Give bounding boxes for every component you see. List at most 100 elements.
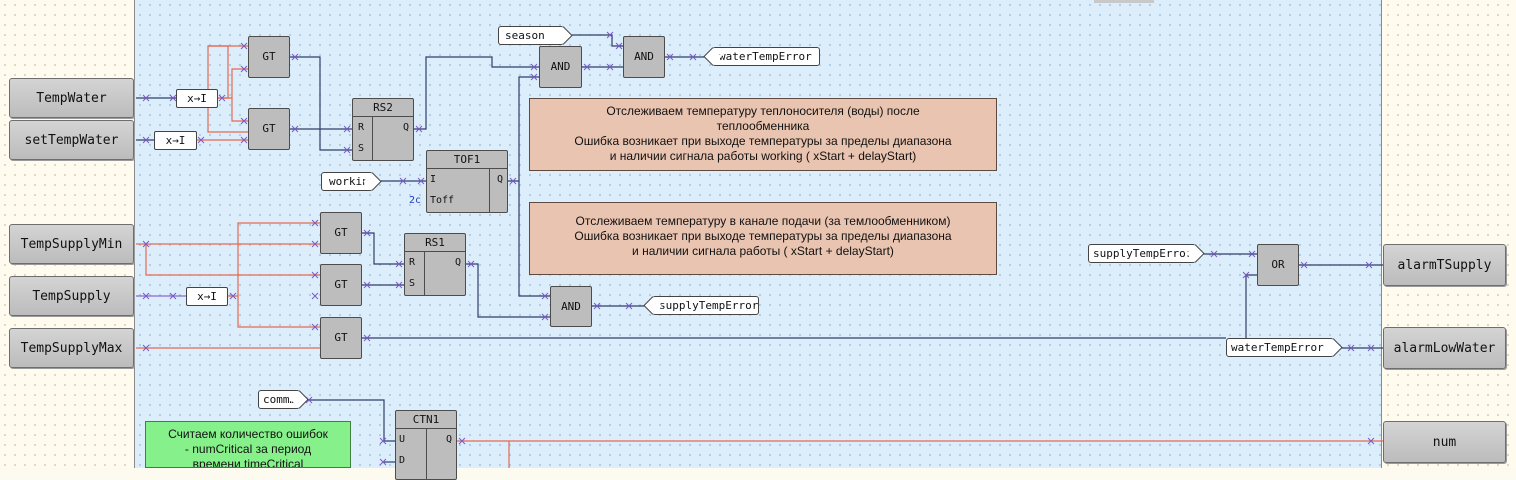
tag-supply-temp-error-source[interactable]: supplyTempError xyxy=(1088,244,1196,263)
input-temp-supply-max[interactable]: TempSupplyMax xyxy=(9,328,134,368)
input-temp-supply-min[interactable]: TempSupplyMin xyxy=(9,224,134,264)
rs1-block[interactable]: RS1 R S Q xyxy=(404,233,466,296)
tag-label: waterTempError xyxy=(719,50,812,63)
pin-toff: Toff xyxy=(430,195,455,206)
tag-supply-temp-error[interactable]: supplyTempError xyxy=(652,296,759,315)
converter-x-to-i[interactable]: x→I xyxy=(176,89,218,108)
tag-label: supplyTempError xyxy=(659,299,759,312)
output-alarm-t-supply[interactable]: alarmTSupply xyxy=(1383,244,1506,286)
wire xyxy=(290,56,352,151)
block-title: RS2 xyxy=(353,99,413,117)
pin-r: R xyxy=(358,122,365,133)
wire xyxy=(1245,274,1257,338)
note-line: Считаем количество ошибок xyxy=(168,427,328,441)
output-label: num xyxy=(1432,434,1457,450)
block-title: TOF1 xyxy=(427,151,507,169)
pin-q: Q xyxy=(496,174,503,185)
input-temp-water[interactable]: TempWater xyxy=(9,78,134,118)
tag-working[interactable]: working xyxy=(321,172,376,191)
and-block[interactable]: AND xyxy=(539,46,582,88)
input-label: setTempWater xyxy=(24,132,119,148)
pin-q: Q xyxy=(445,434,452,445)
block-label: GT xyxy=(334,278,348,291)
tag-label: waterTempError xyxy=(1231,341,1324,354)
tag-label: working xyxy=(329,175,376,188)
note-line: Отслеживаем температуру в канале подачи … xyxy=(575,214,951,228)
input-label: TempSupplyMin xyxy=(20,236,123,252)
rs2-block[interactable]: RS2 R S Q xyxy=(352,98,414,161)
note-line: и наличии сигнала работы ( xStart + dela… xyxy=(632,244,894,258)
converter-x-to-i[interactable]: x→I xyxy=(186,287,228,306)
pin-s: S xyxy=(358,143,365,154)
pin-d: D xyxy=(399,455,406,466)
note-line: и наличии сигнала работы working ( xStar… xyxy=(609,149,917,163)
block-label: AND xyxy=(550,60,571,73)
tof-delay-value[interactable]: 2c xyxy=(409,195,422,206)
gt-block[interactable]: GT xyxy=(248,108,290,150)
tag-season[interactable]: season xyxy=(498,26,564,45)
note-line: теплообменника xyxy=(716,119,810,133)
tof1-block[interactable]: TOF1 I Toff Q xyxy=(426,150,508,213)
converter-label: x→I xyxy=(165,134,186,147)
input-set-temp-water[interactable]: setTempWater xyxy=(9,120,134,160)
wire xyxy=(136,243,320,276)
comment-error-count[interactable]: Считаем количество ошибок - numCritical … xyxy=(145,421,351,468)
block-label: GT xyxy=(262,122,276,135)
tag-label: comm… xyxy=(263,393,297,406)
pin-u: U xyxy=(399,434,406,445)
block-title: RS1 xyxy=(405,234,465,252)
comment-water-temp[interactable]: Отслеживаем температуру теплоносителя (в… xyxy=(529,98,997,171)
block-label: AND xyxy=(561,300,581,313)
gt-block[interactable]: GT xyxy=(320,264,362,306)
block-divider xyxy=(489,168,490,212)
block-divider xyxy=(424,251,425,295)
tag-water-temp-error[interactable]: waterTempError xyxy=(712,47,820,66)
ctn1-block[interactable]: CTN1 U D Q xyxy=(395,410,457,480)
tag-water-temp-error-source[interactable]: waterTempError xyxy=(1226,338,1334,357)
note-line: - numCritical за период xyxy=(184,442,312,456)
converter-x-to-i[interactable]: x→I xyxy=(154,131,197,150)
input-label: TempWater xyxy=(36,90,107,106)
output-label: alarmLowWater xyxy=(1393,340,1496,356)
wire xyxy=(362,232,404,265)
block-label: AND xyxy=(634,50,654,63)
diagram-canvas: TempWater setTempWater TempSupplyMin Tem… xyxy=(0,0,1516,468)
block-title: CTN1 xyxy=(396,411,456,429)
tag-comm[interactable]: comm… xyxy=(258,390,300,409)
block-divider xyxy=(372,116,373,160)
gt-block[interactable]: GT xyxy=(248,36,290,78)
wire xyxy=(304,399,395,442)
note-line: Отслеживаем температуру теплоносителя (в… xyxy=(606,104,920,118)
or-block[interactable]: OR xyxy=(1257,244,1299,286)
wire xyxy=(466,263,550,318)
connection-wires xyxy=(136,31,1383,468)
tag-label: season xyxy=(505,29,545,42)
outputs-panel xyxy=(1383,0,1516,468)
and-block[interactable]: AND xyxy=(550,286,592,327)
pin-r: R xyxy=(409,257,416,268)
and-block[interactable]: AND xyxy=(623,36,665,78)
gt-block[interactable]: GT xyxy=(320,212,362,254)
gt-block[interactable]: GT xyxy=(320,317,362,359)
block-label: GT xyxy=(334,226,348,239)
comment-supply-temp[interactable]: Отслеживаем температуру в канале подачи … xyxy=(529,202,997,275)
output-alarm-low-water[interactable]: alarmLowWater xyxy=(1383,327,1506,369)
note-line: времени timeCritical xyxy=(192,457,304,468)
block-divider xyxy=(426,428,427,479)
tag-label: supplyTempError xyxy=(1093,247,1193,260)
pin-q: Q xyxy=(454,257,461,268)
pin-s: S xyxy=(409,278,416,289)
input-label: TempSupplyMax xyxy=(20,340,123,356)
output-num[interactable]: num xyxy=(1383,421,1506,463)
block-label: OR xyxy=(1271,258,1285,271)
block-label: GT xyxy=(334,331,348,344)
input-temp-supply[interactable]: TempSupply xyxy=(9,276,134,316)
converter-label: x→I xyxy=(197,290,217,303)
wire xyxy=(570,34,623,47)
wire xyxy=(518,181,550,297)
pin-q: Q xyxy=(402,122,409,133)
wire xyxy=(414,56,539,130)
note-line: Ошибка возникает при выходе температуры … xyxy=(574,229,952,243)
scroll-indicator xyxy=(1094,0,1154,3)
wire xyxy=(218,68,248,122)
